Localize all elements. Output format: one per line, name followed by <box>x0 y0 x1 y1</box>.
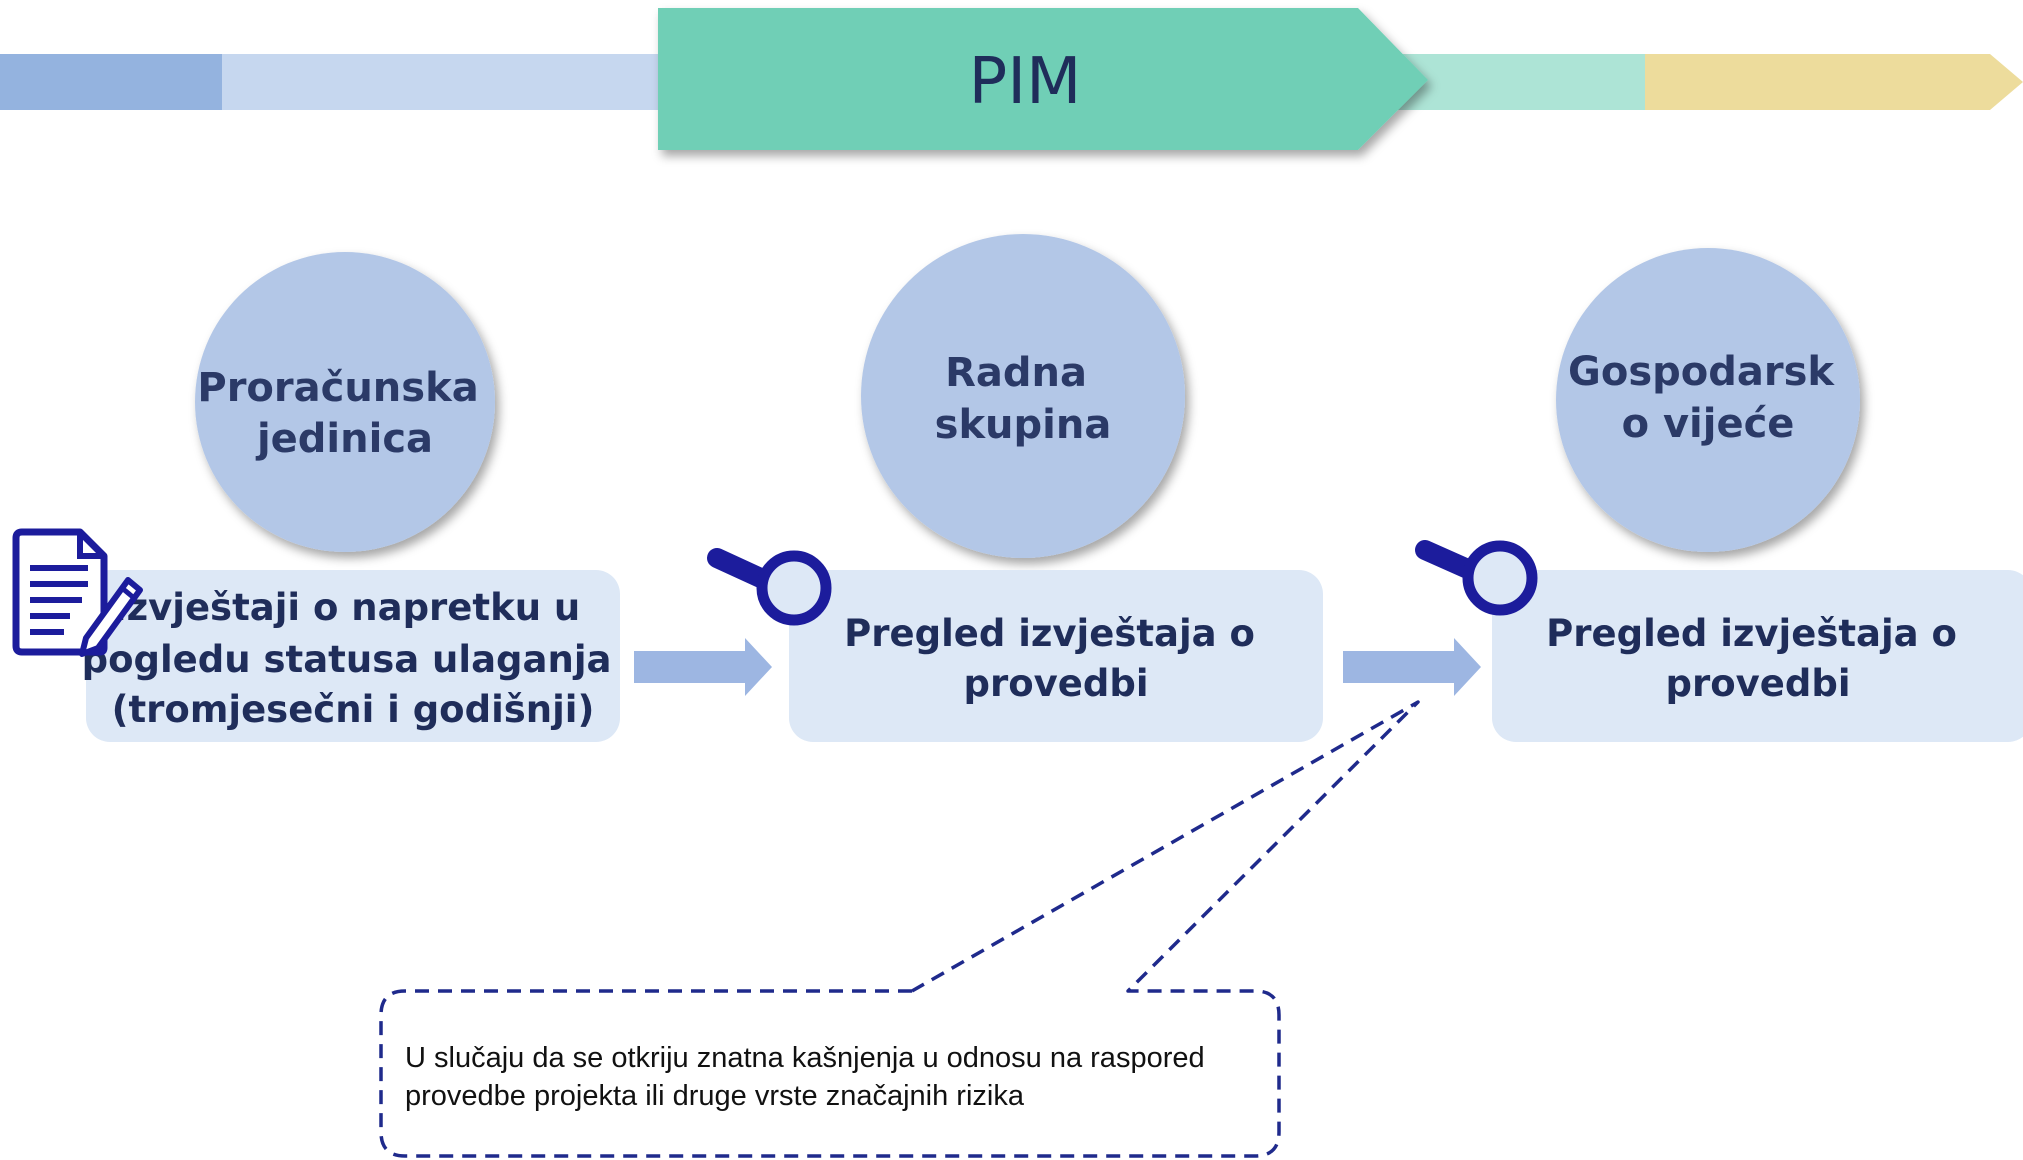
stage-box <box>86 570 620 742</box>
magnifier-icon <box>1415 540 1538 616</box>
stage-box-text: Izvještaji o napretku u pogledu statusa … <box>82 586 625 731</box>
stage-box-line: Pregled izvještaja o <box>844 612 1255 655</box>
top-banner: PIM <box>0 8 2023 150</box>
callout-text: U slučaju da se otkriju znatna kašnjenja… <box>405 1042 1213 1112</box>
stage-proracunska-jedinica: Proračunska jedinica Izvještaji o napret… <box>12 252 625 742</box>
stage-box-text: Pregled izvještaja o provedbi <box>1546 612 1970 705</box>
stage-box-text: Pregled izvještaja o provedbi <box>844 612 1268 705</box>
stage-title-line: o vijeće <box>1622 401 1795 447</box>
banner-segment-dark-blue <box>0 54 222 110</box>
stage-box-line: (tromjesečni i godišnji) <box>112 688 595 731</box>
stage-box-line: pogledu statusa ulaganja <box>82 638 612 681</box>
flow-arrow-1 <box>634 638 772 696</box>
callout-note: U slučaju da se otkriju znatna kašnjenja… <box>379 700 1420 1158</box>
magnifier-icon <box>707 548 832 626</box>
stage-box <box>789 570 1323 742</box>
stage-title-line: jedinica <box>255 416 433 462</box>
stage-title-line: skupina <box>935 402 1112 448</box>
stage-radna-skupina: Radna skupina Pregled izvještaja o prove… <box>707 234 1323 742</box>
stage-box-line: provedbi <box>1665 662 1850 705</box>
stage-circle <box>1556 248 1860 552</box>
stage-gospodarsko-vijece: Gospodarsk o vijeće Pregled izvještaja o… <box>1415 248 2023 742</box>
stage-box <box>1492 570 2023 742</box>
stage-box-line: provedbi <box>963 662 1148 705</box>
pim-label: PIM <box>969 45 1082 119</box>
callout-line: U slučaju da se otkriju znatna kašnjenja… <box>405 1042 1205 1074</box>
report-edit-icon <box>12 528 143 657</box>
stage-title-line: Radna <box>945 350 1087 396</box>
stage-title: Proračunska jedinica <box>197 365 492 462</box>
callout-line: provedbe projekta ili druge vrste značaj… <box>405 1080 1025 1112</box>
stage-circle <box>861 234 1185 558</box>
stage-circle <box>195 252 495 552</box>
flow-arrow-2 <box>1343 638 1481 696</box>
stage-title: Radna skupina <box>935 350 1112 448</box>
stage-box-line: Izvještaji o napretku u <box>113 586 580 629</box>
callout-border <box>379 700 1420 1158</box>
banner-segment-light-blue <box>222 54 662 110</box>
stage-title-line: Proračunska <box>197 365 478 411</box>
banner-segment-yellow-arrow <box>1645 54 2023 110</box>
stage-title: Gospodarsk o vijeće <box>1568 349 1848 447</box>
stage-title-line: Gospodarsk <box>1568 349 1835 395</box>
stage-box-line: Pregled izvještaja o <box>1546 612 1957 655</box>
pim-arrow-banner <box>658 8 1428 150</box>
